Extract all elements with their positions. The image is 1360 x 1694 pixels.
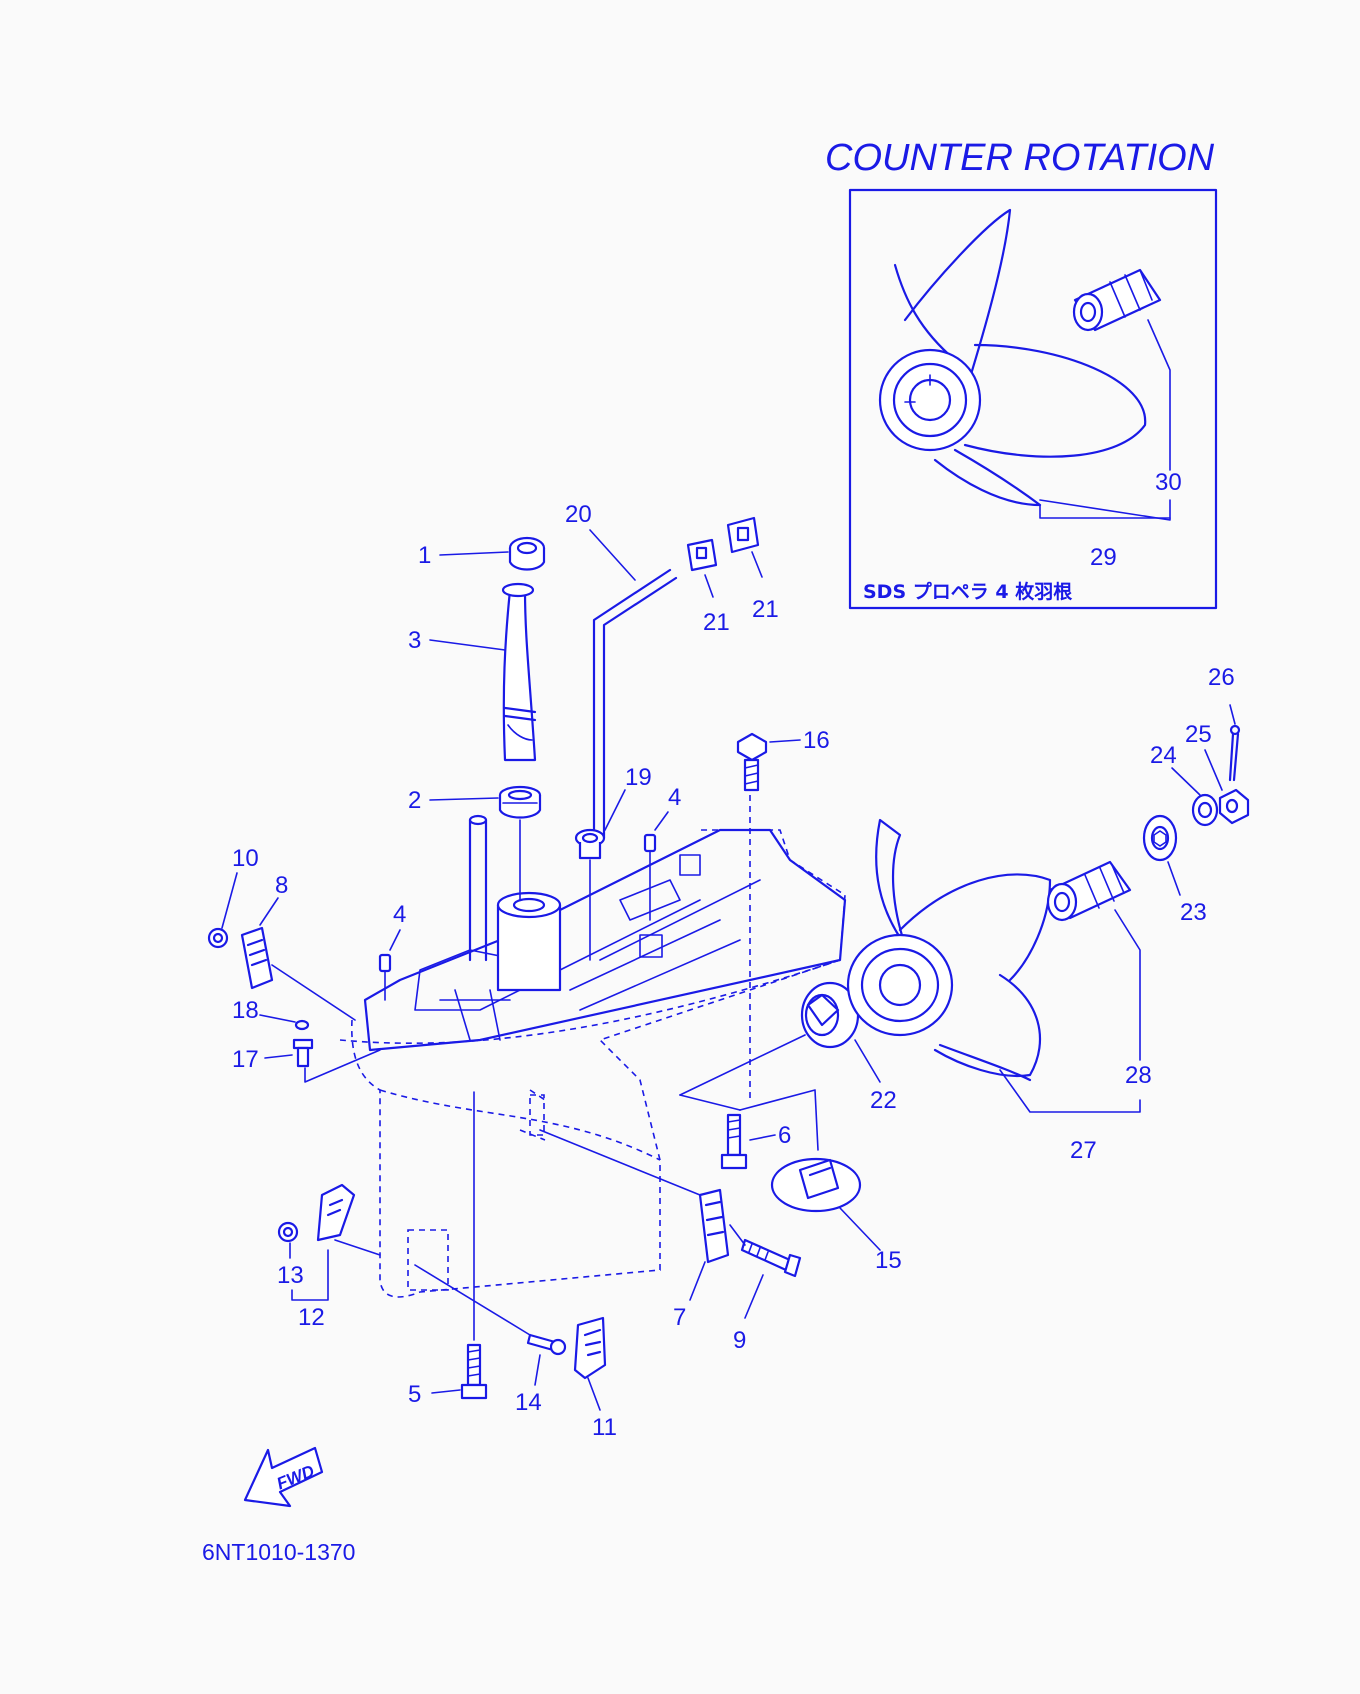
callout-19: 19 (625, 764, 652, 791)
callout-13: 13 (277, 1262, 304, 1289)
callout-18: 18 (232, 997, 259, 1024)
part-25-nut (1218, 788, 1250, 825)
callout-4b: 4 (393, 901, 406, 928)
part-4-dowel-b (378, 953, 392, 973)
part-20-tube (592, 568, 678, 840)
callout-23: 23 (1180, 899, 1207, 926)
part-15-trim-tab (770, 1157, 862, 1213)
callout-9: 9 (733, 1327, 746, 1354)
part-27-propeller (846, 818, 1052, 1082)
part-19-grommet (574, 828, 606, 860)
callout-30: 30 (1155, 469, 1182, 496)
callout-2: 2 (408, 787, 421, 814)
part-6-bolt (720, 1113, 748, 1170)
callout-14: 14 (515, 1389, 542, 1416)
part-21-damper-b (726, 516, 760, 554)
part-5-bolt (460, 1343, 488, 1400)
callout-16: 16 (803, 727, 830, 754)
part-4-dowel-a (643, 833, 657, 853)
part-12-anode (316, 1183, 356, 1242)
part-21-damper-a (686, 538, 718, 572)
callout-20: 20 (565, 501, 592, 528)
part-16-bolt (736, 732, 768, 792)
callout-5: 5 (408, 1381, 421, 1408)
counter-rotation-inset (848, 188, 1218, 610)
callout-1: 1 (418, 542, 431, 569)
callout-29: 29 (1090, 544, 1117, 571)
part-13-nut (277, 1221, 299, 1243)
part-1-grommet (508, 536, 546, 571)
part-code: 6NT1010-1370 (202, 1539, 355, 1565)
fwd-arrow-icon: FWD (243, 1446, 324, 1508)
part-18-o-ring (294, 1019, 310, 1031)
callout-8: 8 (275, 872, 288, 899)
part-11-anode (573, 1316, 607, 1380)
callout-17: 17 (232, 1046, 259, 1073)
callout-21b: 21 (752, 596, 779, 623)
callout-26: 26 (1208, 664, 1235, 691)
part-17-screw (292, 1038, 314, 1068)
callout-28: 28 (1125, 1062, 1152, 1089)
callout-21a: 21 (703, 609, 730, 636)
part-3-water-tube (501, 582, 537, 762)
part-23-washer (1142, 814, 1178, 862)
part-8-anode (240, 926, 274, 990)
counter-rotation-propeller (878, 208, 1147, 507)
part-26-cotter-pin (1228, 724, 1241, 782)
part-24-washer (1191, 793, 1219, 827)
part-10-nut (207, 927, 229, 949)
callout-6: 6 (778, 1122, 791, 1149)
callout-27: 27 (1070, 1137, 1097, 1164)
callout-3: 3 (408, 627, 421, 654)
callout-24: 24 (1150, 742, 1177, 769)
callout-7: 7 (673, 1304, 686, 1331)
part-14-bolt (526, 1333, 567, 1356)
callout-4a: 4 (668, 784, 681, 811)
callout-12: 12 (298, 1304, 325, 1331)
counter-rotation-spacer (1072, 268, 1162, 332)
gear-case-top (363, 814, 847, 1052)
callout-22: 22 (870, 1087, 897, 1114)
callout-11: 11 (592, 1414, 617, 1441)
part-9-bolt (740, 1238, 802, 1278)
part-7-anode (698, 1188, 730, 1264)
callout-15: 15 (875, 1247, 902, 1274)
callout-10: 10 (232, 845, 259, 872)
callout-25: 25 (1185, 721, 1212, 748)
part-28-spacer (1046, 860, 1132, 922)
inset-note: SDS プロペラ 4 枚羽根 (863, 580, 1072, 603)
lower-casing (339, 829, 846, 1298)
part-2-seal (498, 785, 542, 819)
part-22-thrust-washer (800, 981, 860, 1049)
diagram-title: COUNTER ROTATION (825, 137, 1215, 179)
